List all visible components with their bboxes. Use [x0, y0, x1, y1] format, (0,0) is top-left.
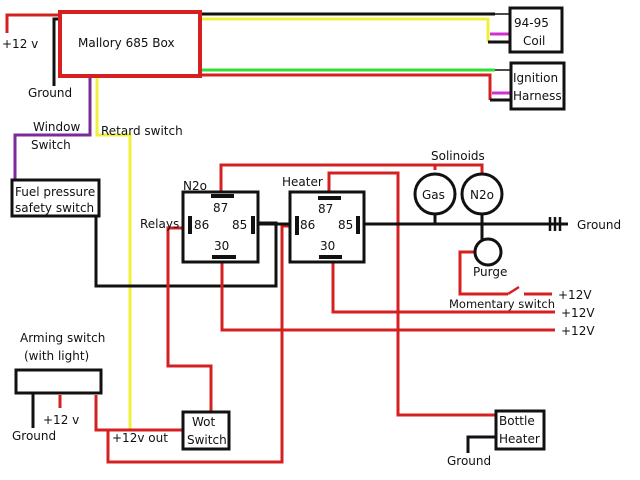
- wire-to-n2o-solenoid: [435, 163, 484, 175]
- mallory-ground-label: Ground: [28, 86, 72, 100]
- fuel-label-line1: Fuel pressure: [15, 185, 95, 199]
- gas-solenoid: [413, 172, 457, 216]
- fuel-label-line2: safety switch: [15, 201, 94, 215]
- wot-label-line1: Wot: [192, 415, 216, 429]
- ground-symbol-icon: [545, 217, 568, 231]
- relay-n2o: [181, 190, 260, 264]
- wire-n2o-87-gas-solenoid: [219, 163, 437, 193]
- wire-heater-87-bottle: [327, 171, 495, 417]
- plus12v-top-label: +12 v: [2, 37, 38, 51]
- n2o-solenoid-label: N2o: [470, 188, 494, 202]
- wire-12v-mallory-feed: [5, 13, 60, 33]
- mallory-box-label: Mallory 685 Box: [78, 36, 175, 50]
- relay-heater-pin-86: 86: [300, 218, 315, 232]
- wire-n2o-86-wot: [166, 226, 213, 412]
- n2o-solenoid: [460, 172, 504, 216]
- mallory-685-box: [58, 10, 202, 78]
- coil-box: [508, 6, 564, 54]
- relay-n2o-pin-85: 85: [232, 218, 247, 232]
- wire-mallory-coil-yellow: [200, 17, 490, 42]
- wire-n2o-30-12v: [220, 258, 555, 332]
- window-label-line1: Window: [33, 120, 81, 134]
- relay-n2o-title: N2o: [183, 179, 207, 193]
- arming-12v-label: +12 v: [43, 413, 79, 427]
- ignition-label-line1: Ignition: [513, 71, 558, 85]
- relay-n2o-pin-30: 30: [214, 239, 229, 253]
- momentary-switch-label: Momentary switch: [449, 297, 555, 311]
- plus12v-label-1: +12V: [558, 288, 592, 302]
- arming-ground-label: Ground: [12, 429, 56, 443]
- fuel-pressure-switch-box: [10, 178, 101, 218]
- wire-mallory-ignition-red: [200, 73, 492, 100]
- bottle-label-line2: Heater: [499, 432, 540, 446]
- relay-n2o-pin-86: 86: [194, 218, 209, 232]
- purge-solenoid: [473, 237, 503, 267]
- ground-right-label: Ground: [577, 218, 621, 232]
- wire-retard-switch: [95, 78, 132, 430]
- wire-heater-30-12v: [331, 256, 555, 314]
- relay-n2o-pin-87: 87: [213, 201, 228, 215]
- relay-heater: [288, 190, 366, 264]
- gas-solenoid-label: Gas: [422, 188, 445, 202]
- relay-heater-pin-30: 30: [320, 239, 335, 253]
- relay-heater-pin-85: 85: [338, 218, 353, 232]
- wire-window-switch: [13, 78, 92, 180]
- arming-label-line2: (with light): [24, 349, 89, 363]
- wot-switch-box: [181, 410, 231, 451]
- plus12v-label-3: +12V: [561, 324, 595, 338]
- solenoids-label: Solinoids: [431, 149, 485, 163]
- relay-heater-title: Heater: [282, 175, 323, 189]
- plus12v-out-label: +12v out: [112, 431, 168, 445]
- arming-switch[interactable]: [14, 368, 103, 395]
- relay-heater-pin-87: 87: [318, 202, 333, 216]
- bottle-heater-box: [494, 409, 546, 451]
- plus12v-label-2: +12V: [561, 306, 595, 320]
- coil-label-line2: Coil: [523, 34, 545, 48]
- relays-label: Relays: [140, 217, 179, 231]
- purge-label: Purge: [473, 265, 507, 279]
- ignition-harness-box: [509, 61, 566, 111]
- coil-label-line1: 94-95: [514, 16, 549, 30]
- momentary-switch-contact[interactable]: [507, 285, 520, 296]
- arming-label-line1: Arming switch: [20, 331, 105, 345]
- ignition-label-line2: Harness: [513, 89, 562, 103]
- bottle-label-line1: Bottle: [499, 414, 535, 428]
- bottle-ground-label: Ground: [447, 454, 491, 468]
- window-label-line2: Switch: [31, 138, 71, 152]
- wire-bottle-ground: [466, 435, 495, 453]
- wot-label-line2: Switch: [187, 433, 227, 447]
- wire-purge-momentary: [458, 250, 508, 296]
- wire-arming-12v-out: [94, 400, 183, 432]
- retard-switch-label: Retard switch: [101, 124, 183, 138]
